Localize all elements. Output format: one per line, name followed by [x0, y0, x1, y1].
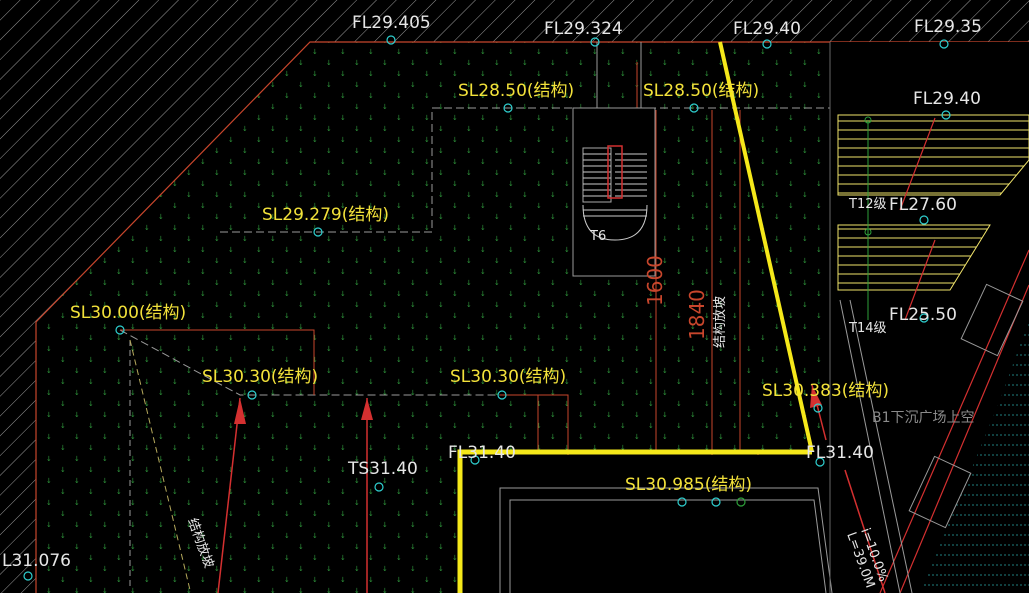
ramp-side-line-2: [849, 299, 913, 593]
ramp-band: [920, 320, 1029, 593]
label-fl-29-35: FL29.35: [914, 17, 982, 37]
label-sl-30-985: SL30.985(结构): [625, 475, 752, 495]
stair-curve: [582, 204, 648, 241]
label-fl-29-40-top: FL29.40: [733, 19, 801, 39]
label-sl-30-30-a: SL30.30(结构): [202, 367, 318, 387]
ramp-edge-line-2: [899, 284, 1029, 593]
ramp-side-line: [839, 299, 901, 593]
yellow-boundary-frame: [457, 449, 812, 593]
dashed-outline-upper: [216, 107, 836, 233]
void-inner-outline-2: [509, 499, 827, 593]
stair-node-1: [864, 116, 872, 124]
site-boundary-line: [35, 41, 1029, 593]
dim-text-1600: 1600: [643, 255, 667, 306]
label-sl-28-50-b: SL28.50(结构): [643, 81, 759, 101]
slope-note-right: 结构放坡: [713, 296, 728, 348]
stair-t14-label: T14级: [848, 321, 886, 336]
ramp-rect-1: [960, 283, 1024, 357]
void-opening: [463, 455, 825, 593]
label-l-31-076: L31.076: [2, 551, 71, 571]
stair-number-label: T6: [589, 229, 606, 244]
dim-text-1840: 1840: [685, 289, 709, 340]
stair-landing-red: [607, 145, 623, 199]
yellow-boundary-slanted: [718, 41, 814, 453]
label-fl-29-405: FL29.405: [352, 13, 431, 33]
label-sl-28-50-a: SL28.50(结构): [458, 81, 574, 101]
stair-t12-label: T12级: [848, 197, 886, 212]
label-fl-25-50: FL25.50: [889, 305, 957, 325]
stair-red-arrow-1: [899, 117, 936, 211]
label-sl-30-00: SL30.00(结构): [70, 303, 186, 323]
sunken-plaza-label: B1下沉广场上空: [872, 410, 975, 426]
stair-treads-left: [582, 147, 612, 203]
label-fl-29-40-right: FL29.40: [913, 89, 981, 109]
dim-outline-left: [120, 329, 315, 395]
slope-arrow-1: [217, 397, 241, 593]
label-fl-29-324: FL29.324: [544, 19, 623, 39]
dashed-outline-slope: [129, 339, 191, 591]
label-sl-30-30-b: SL30.30(结构): [450, 367, 566, 387]
label-sl-29-279: SL29.279(结构): [262, 205, 389, 225]
stair-red-arrow-2: [904, 239, 936, 321]
label-fl-31-40-left: FL31.40: [448, 443, 516, 463]
elevation-markers: [23, 35, 951, 581]
stair-block: [572, 107, 656, 277]
stair-tread-lines: [583, 153, 647, 217]
stair-flight-lower: [837, 224, 991, 291]
void-inner-outline: [499, 487, 833, 593]
stair-flight-upper: [837, 114, 1029, 196]
label-fl-27-60: FL27.60: [889, 195, 957, 215]
dashed-outline-left: [119, 329, 500, 396]
label-ts-31-40: TS31.40: [347, 459, 418, 479]
stair-node-2: [864, 228, 872, 236]
slope-arrow-3-head: [810, 385, 822, 408]
ramp-arrow: [844, 469, 886, 593]
ramp-rect-2: [908, 455, 972, 529]
label-fl-31-40-right: FL31.40: [806, 443, 874, 463]
label-sl-30-383: SL30.383(结构): [762, 381, 889, 401]
slope-arrow-1-head: [234, 398, 246, 424]
ramp-edge-line-1: [879, 249, 1029, 593]
slope-arrow-2-head: [361, 398, 373, 420]
point-marker: [736, 497, 746, 507]
